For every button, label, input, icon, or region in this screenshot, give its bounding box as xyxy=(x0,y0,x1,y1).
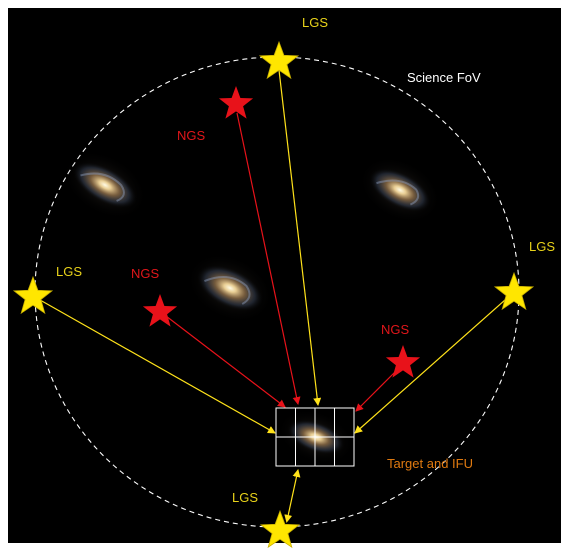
lgs-arrow-left xyxy=(32,295,276,434)
diagram-background xyxy=(8,8,561,543)
ngs-arrow-right xyxy=(355,369,398,412)
galaxy-icon xyxy=(358,156,442,224)
lgs-arrow-right xyxy=(354,291,515,434)
ngs-star-icon xyxy=(385,345,421,378)
ngs-star-icon xyxy=(218,86,254,119)
ngs-label-right: NGS xyxy=(381,322,410,337)
ngs-label-left: NGS xyxy=(131,266,160,281)
ifu-grid xyxy=(275,407,355,467)
lgs-star-icon xyxy=(12,275,54,315)
galaxy-icon xyxy=(62,150,148,220)
ngs-star-icon xyxy=(142,294,178,327)
lgs-label-left: LGS xyxy=(56,264,82,279)
lgs-label-bottom: LGS xyxy=(232,490,258,505)
ngs-arrow-left xyxy=(165,315,286,408)
lgs-star-icon xyxy=(259,509,301,549)
lgs-arrow-top xyxy=(278,69,322,406)
lgs-star-icon xyxy=(258,40,300,80)
galaxy-icon xyxy=(186,252,274,324)
lgs-label-right: LGS xyxy=(529,239,555,254)
lgs-label-top: LGS xyxy=(302,15,328,30)
target-ifu-label: Target and IFU xyxy=(387,456,473,471)
science-fov-label: Science FoV xyxy=(407,70,481,85)
lgs-arrow-bottom xyxy=(284,469,301,523)
ngs-arrow-top xyxy=(236,112,301,405)
lgs-star-icon xyxy=(493,271,535,311)
ngs-label-top: NGS xyxy=(177,128,206,143)
